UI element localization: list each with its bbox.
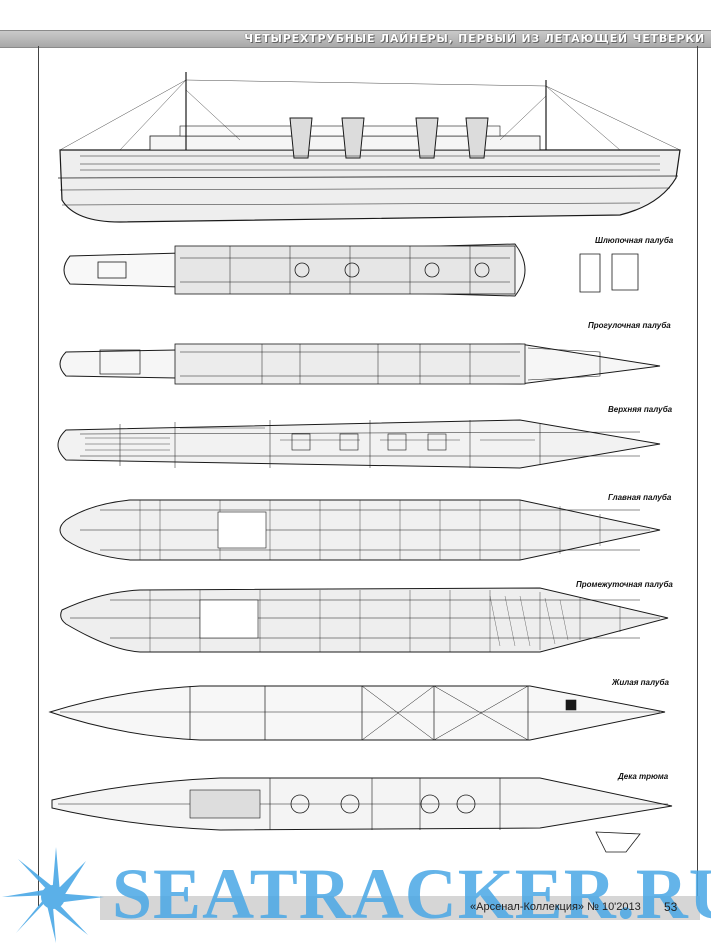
page-number: 53 (664, 900, 678, 914)
publication-credit: «Арсенал-Коллекция» № 10'2013 (470, 901, 641, 913)
watermark-text: SEATRACKER.RU (112, 854, 711, 934)
deck-label-upper: Верхняя палуба (608, 405, 673, 414)
sunburst-logo (2, 847, 104, 943)
deck-label-living: Жилая палуба (612, 678, 669, 687)
hold-deck-plan (51, 777, 673, 853)
deck-label-main: Главная палуба (608, 493, 672, 502)
side-profile-drawing (57, 72, 681, 223)
boat-deck-plan (63, 243, 639, 297)
living-deck-plan (48, 685, 666, 741)
deck-label-promenade: Прогулочная палуба (588, 321, 671, 330)
intermediate-deck-plan (60, 587, 669, 653)
right-margin-rule (697, 46, 698, 896)
deck-label-intermediate: Промежуточная палуба (576, 580, 673, 589)
upper-deck-plan (57, 419, 661, 469)
promenade-deck-plan (59, 343, 661, 385)
deck-label-hold: Дека трюма (618, 772, 669, 781)
main-deck-plan (59, 499, 661, 561)
left-margin-rule (38, 46, 39, 906)
running-header-title: ЧЕТЫРЕХТРУБНЫЕ ЛАЙНЕРЫ, ПЕРВЫЙ ИЗ ЛЕТАЮЩ… (244, 32, 705, 45)
deck-label-boat: Шлюпочная палуба (595, 236, 674, 245)
header-band: ЧЕТЫРЕХТРУБНЫЕ ЛАЙНЕРЫ, ПЕРВЫЙ ИЗ ЛЕТАЮЩ… (0, 30, 711, 48)
footer-band (100, 896, 700, 920)
